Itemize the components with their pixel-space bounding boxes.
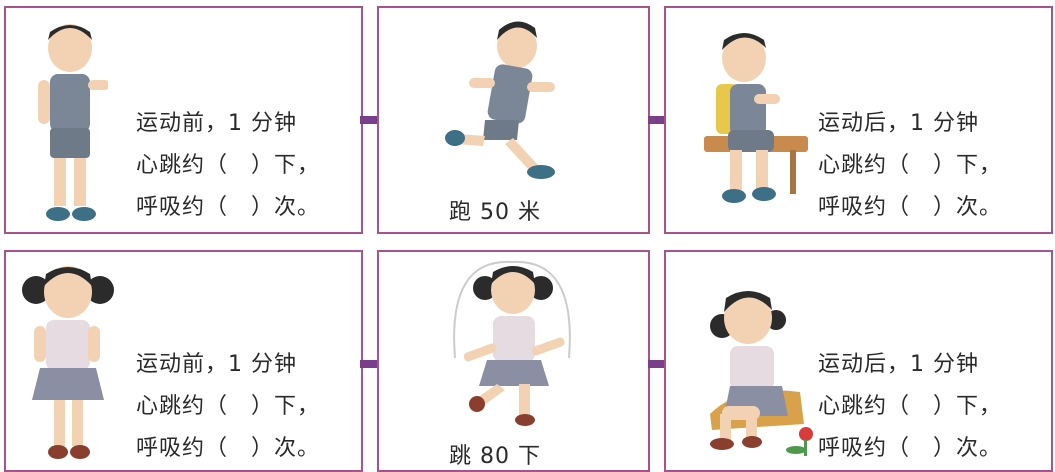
line-1: 运动前，1 分钟 xyxy=(136,352,297,377)
boy-running-icon xyxy=(445,21,555,179)
panel-after-boy: 运动后，1 分钟 心跳约（ ）下， 呼吸约（ ）次。 xyxy=(664,6,1053,234)
exercise-caption-boy: 跑 50 米 xyxy=(449,200,541,225)
panel-after-girl: 运动后，1 分钟 心跳约（ ）下， 呼吸约（ ）次。 xyxy=(664,250,1053,472)
boy-standing-icon xyxy=(38,24,108,221)
line-2: 心跳约（ ）下， xyxy=(136,394,321,419)
line-3: 呼吸约（ ）次。 xyxy=(136,195,321,220)
line-3: 呼吸约（ ）次。 xyxy=(136,436,321,461)
panel-exercise-boy: 跑 50 米 xyxy=(377,6,650,234)
line-3: 呼吸约（ ）次。 xyxy=(818,195,1003,220)
girl-sitting-icon xyxy=(710,291,813,456)
panel-exercise-girl: 跳 80 下 xyxy=(377,250,650,472)
exercise-caption-girl: 跳 80 下 xyxy=(449,444,541,469)
after-text-girl: 运动后，1 分钟 心跳约（ ）下， 呼吸约（ ）次。 xyxy=(818,344,1002,470)
line-3: 呼吸约（ ）次。 xyxy=(818,436,1003,461)
line-1: 运动后，1 分钟 xyxy=(818,111,979,136)
line-2: 心跳约（ ）下， xyxy=(136,153,321,178)
girl-jumping-rope-icon xyxy=(453,260,571,426)
girl-standing-icon xyxy=(22,266,114,459)
panel-before-boy: 运动前，1 分钟 心跳约（ ）下， 呼吸约（ ）次。 xyxy=(4,6,363,234)
after-text-boy: 运动后，1 分钟 心跳约（ ）下， 呼吸约（ ）次。 xyxy=(818,103,1002,229)
line-1: 运动后，1 分钟 xyxy=(818,352,979,377)
line-2: 心跳约（ ）下， xyxy=(818,394,1003,419)
panel-before-girl: 运动前，1 分钟 心跳约（ ）下， 呼吸约（ ）次。 xyxy=(4,250,363,472)
line-1: 运动前，1 分钟 xyxy=(136,111,297,136)
before-text-boy: 运动前，1 分钟 心跳约（ ）下， 呼吸约（ ）次。 xyxy=(136,103,320,229)
before-text-girl: 运动前，1 分钟 心跳约（ ）下， 呼吸约（ ）次。 xyxy=(136,344,320,470)
line-2: 心跳约（ ）下， xyxy=(818,153,1003,178)
boy-sitting-icon xyxy=(704,33,808,203)
